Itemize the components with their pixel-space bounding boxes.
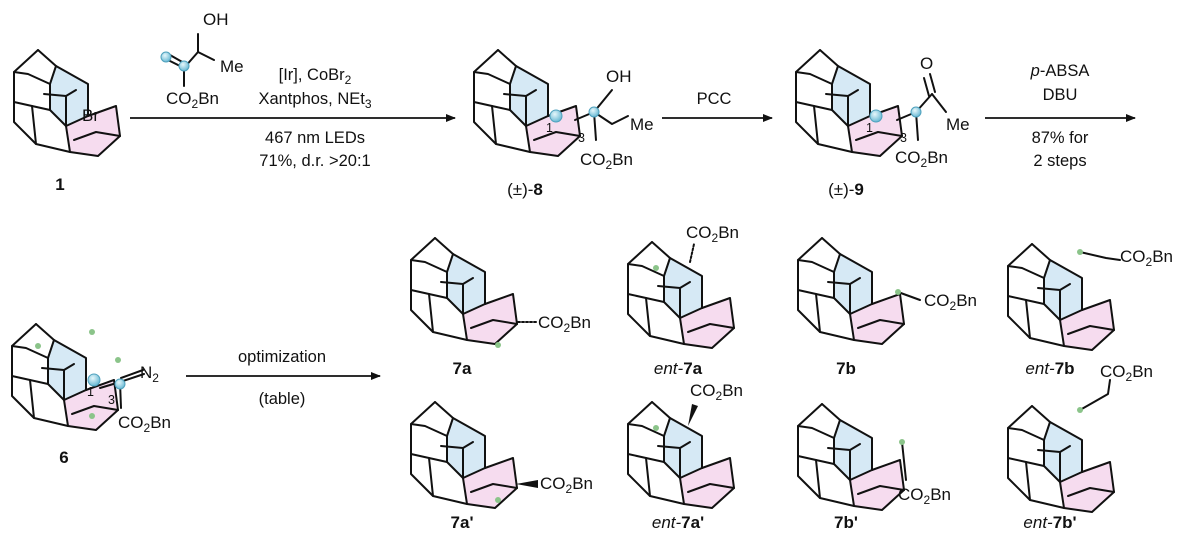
hydroxyl-label: OH	[203, 10, 229, 29]
ester-label: CO2Bn	[540, 474, 593, 496]
ester-label: CO2Bn	[690, 381, 743, 403]
condition-steps: 2 steps	[1033, 152, 1086, 170]
product-7b-prime: CO2Bn 7b'	[797, 403, 951, 532]
condition-oxidant: PCC	[697, 90, 732, 108]
compound-1-label: 1	[55, 175, 64, 194]
diazo-label: N2	[140, 363, 159, 385]
reaction-arrow-3: p-ABSA DBU 87% for 2 steps	[985, 62, 1136, 170]
reagent-allylic-alcohol: OH Me CO2Bn	[160, 10, 244, 111]
reaction-arrow-2: PCC	[662, 90, 773, 122]
condition-light: 467 nm LEDs	[265, 129, 365, 147]
reacting-atom-icon	[178, 60, 190, 72]
marker-dot-icon	[495, 497, 501, 503]
marker-dot-icon	[89, 413, 95, 419]
product-ent-7b: CO2Bn ent-7b	[1007, 243, 1173, 378]
ester-label: CO2Bn	[580, 150, 633, 172]
product-ent-7a: CO2Bn ent-7a	[627, 223, 739, 378]
marker-dot-icon	[1077, 407, 1083, 413]
product-ent-7b-label: ent-7b	[1025, 359, 1074, 378]
ketone-oxygen-label: O	[920, 54, 933, 73]
reaction-arrow-4: optimization (table)	[186, 348, 381, 408]
product-7a: CO2Bn 7a	[410, 237, 591, 378]
product-ent-7a-label: ent-7a	[654, 359, 703, 378]
methyl-label: Me	[220, 57, 244, 76]
product-7a-prime-label: 7a'	[451, 513, 474, 532]
methyl-label: Me	[946, 115, 970, 134]
ester-label: CO2Bn	[118, 413, 171, 435]
product-7a-prime: CO2Bn 7a'	[410, 401, 593, 532]
compound-9-label: (±)-9	[828, 180, 864, 199]
condition-table-reference: (table)	[259, 390, 306, 408]
ester-label: CO2Bn	[895, 148, 948, 170]
marker-dot-icon	[653, 265, 659, 271]
reacting-atom-icon	[160, 51, 172, 63]
ester-label: CO2Bn	[166, 89, 219, 111]
condition-yield: 71%, d.r. >20:1	[259, 152, 370, 170]
ester-label: CO2Bn	[686, 223, 739, 245]
product-7b-prime-label: 7b'	[834, 513, 858, 532]
compound-8: 1 3 OH Me CO2Bn (±)-8	[473, 49, 654, 199]
bromine-label: Br	[82, 106, 99, 125]
compound-8-label: (±)-8	[507, 180, 543, 199]
reacting-atom-icon	[114, 378, 126, 390]
reacting-atom-icon	[588, 106, 600, 118]
ester-label: CO2Bn	[1120, 247, 1173, 269]
compound-1: Br 1	[13, 49, 121, 194]
condition-base: DBU	[1043, 86, 1078, 104]
carbon-1-label: 1	[87, 385, 94, 399]
product-7b: CO2Bn 7b	[797, 237, 977, 378]
marker-dot-icon	[653, 425, 659, 431]
condition-optimization: optimization	[238, 348, 326, 366]
product-7b-label: 7b	[836, 359, 856, 378]
marker-dot-icon	[899, 439, 905, 445]
carbon-1-label: 1	[866, 121, 873, 135]
reacting-atom-icon	[549, 109, 563, 123]
ester-label: CO2Bn	[1100, 362, 1153, 384]
marker-dot-icon	[495, 342, 501, 348]
carbon-1-label: 1	[546, 121, 553, 135]
condition-yield: 87% for	[1032, 129, 1089, 147]
marker-dot-icon	[89, 329, 95, 335]
product-ent-7b-prime-label: ent-7b'	[1023, 513, 1076, 532]
hydroxyl-label: OH	[606, 67, 632, 86]
ester-label: CO2Bn	[538, 313, 591, 335]
marker-dot-icon	[895, 289, 901, 295]
reacting-atom-icon	[87, 373, 101, 387]
ester-label: CO2Bn	[924, 291, 977, 313]
carbon-3-label: 3	[108, 393, 115, 407]
carbon-3-label: 3	[900, 131, 907, 145]
compound-9: 1 3 O Me CO2Bn (±)-9	[795, 49, 970, 199]
condition-diazo-transfer: p-ABSA	[1030, 62, 1090, 80]
reaction-arrow-1: [Ir], CoBr2 Xantphos, NEt3 467 nm LEDs 7…	[130, 66, 456, 170]
compound-6: 1 3 N2 CO2Bn 6	[11, 323, 171, 467]
reacting-atom-icon	[910, 106, 922, 118]
carbon-3-label: 3	[578, 131, 585, 145]
product-ent-7a-prime-label: ent-7a'	[652, 513, 704, 532]
compound-6-label: 6	[59, 448, 68, 467]
condition-ligand-base: Xantphos, NEt3	[258, 90, 371, 111]
product-7a-label: 7a	[453, 359, 472, 378]
product-ent-7b-prime: CO2Bn ent-7b'	[1007, 362, 1153, 532]
product-ent-7a-prime: CO2Bn ent-7a'	[627, 381, 743, 532]
marker-dot-icon	[1077, 249, 1083, 255]
methyl-label: Me	[630, 115, 654, 134]
reacting-atom-icon	[869, 109, 883, 123]
marker-dot-icon	[115, 357, 121, 363]
condition-catalyst: [Ir], CoBr2	[279, 66, 352, 87]
ester-label: CO2Bn	[898, 485, 951, 507]
marker-dot-icon	[35, 343, 41, 349]
